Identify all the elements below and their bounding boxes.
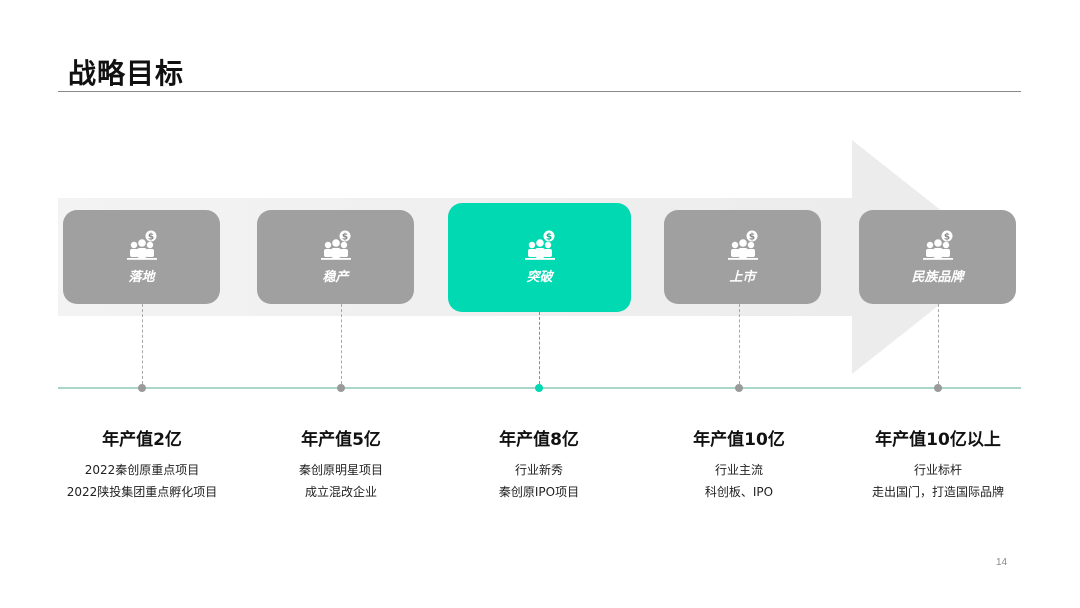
description-line: 成立混改企业 [304,485,377,499]
stage-goal: 年产值2亿 [102,430,182,450]
description-line: 行业新秀 [514,463,563,477]
stage-label: 上市 [729,269,756,285]
stage-card-0: $ 落地 [63,210,220,304]
svg-text:$: $ [748,232,754,242]
stage-connector [938,304,939,384]
stage-description: 行业主流科创板、IPO [629,459,849,503]
title-divider [58,91,1021,92]
description-line: 行业主流 [714,463,763,477]
stage-card-1: $ 稳产 [257,210,414,304]
timeline-dot [735,384,743,392]
stage-connector [539,312,540,384]
description-line: 科创板、IPO [704,485,774,499]
timeline-dot [337,384,345,392]
page-title: 战略目标 [68,57,185,90]
stage-description: 行业标杆走出国门，打造国际品牌 [828,459,1048,503]
people-money-icon: $ [125,230,159,260]
stage-description: 秦创原明星项目成立混改企业 [231,459,451,503]
stage-label: 突破 [526,270,553,285]
stage-label: 稳产 [322,269,349,285]
timeline-dot [535,384,543,392]
timeline-dot [934,384,942,392]
svg-text:$: $ [341,232,347,242]
description-line: 秦创原明星项目 [298,463,383,477]
stage-goal: 年产值5亿 [301,430,381,450]
people-money-icon: $ [726,230,760,260]
stage-card-3: $ 上市 [664,210,821,304]
svg-text:$: $ [545,233,551,243]
stage-description: 行业新秀秦创原IPO项目 [429,459,649,503]
svg-text:$: $ [943,232,949,242]
stage-label: 民族品牌 [911,269,964,285]
stage-goal: 年产值8亿 [499,430,579,450]
description-line: 2022陕投集团重点孵化项目 [66,485,218,499]
description-line: 行业标杆 [913,463,962,477]
stage-label: 落地 [128,269,155,285]
people-money-icon: $ [921,230,955,260]
stage-goal: 年产值10亿以上 [875,430,1001,450]
stage-connector [739,304,740,384]
stage-card-4: $ 民族品牌 [859,210,1016,304]
svg-text:$: $ [147,232,153,242]
stage-card-2: $ 突破 [448,203,631,312]
people-money-icon: $ [523,230,557,260]
stage-connector [142,304,143,384]
page-number: 14 [996,557,1008,568]
timeline-dot [138,384,146,392]
stage-goal: 年产值10亿 [693,430,785,450]
stage-connector [341,304,342,384]
description-line: 秦创原IPO项目 [498,485,580,499]
description-line: 2022秦创原重点项目 [84,463,200,477]
people-money-icon: $ [319,230,353,260]
description-line: 走出国门，打造国际品牌 [871,485,1004,499]
stage-description: 2022秦创原重点项目 2022陕投集团重点孵化项目 [32,459,252,503]
